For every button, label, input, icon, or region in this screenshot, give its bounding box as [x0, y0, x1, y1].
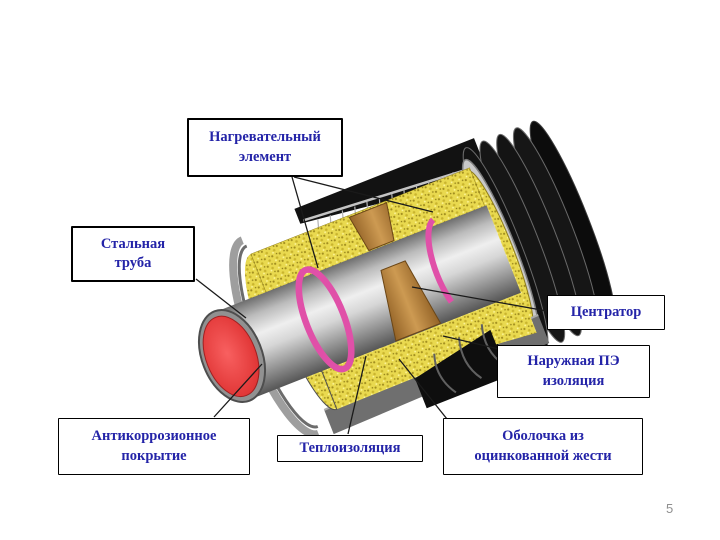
insulation-bottom-band — [318, 284, 536, 411]
label-galvanized-shell: Оболочка из оцинкованной жести — [443, 418, 643, 475]
leader-outer-pe-insulation — [442, 335, 500, 350]
steel-pipe-body — [214, 205, 521, 400]
pipe-assembly — [198, 120, 616, 439]
heating-element-ring-left — [295, 266, 355, 373]
label-thermal-insulation: Теплоизоляция — [277, 435, 423, 462]
label-anticorrosion-coating: Антикоррозионное покрытие — [58, 418, 250, 475]
outer-jacket-bottom-wall — [414, 328, 511, 409]
centrator-top-sector — [348, 201, 395, 252]
centrator-front-sector — [380, 260, 442, 342]
leader-thermal-insulation — [347, 355, 367, 435]
label-steel-pipe: Стальная труба — [71, 226, 195, 282]
leader-anticorrosion — [213, 363, 263, 418]
page-number: 5 — [666, 501, 674, 516]
label-outer-pe-insulation: Наружная ПЭ изоляция — [497, 345, 650, 398]
label-heating-element: Нагревательный элемент — [187, 118, 343, 177]
leader-galvanized-shell — [398, 358, 448, 420]
leader-lines — [195, 176, 548, 435]
leader-steel-pipe — [195, 278, 247, 319]
leader-centrator — [411, 286, 548, 312]
outer-jacket-top-wall — [294, 138, 489, 224]
anticorrosion-coating-face — [202, 315, 260, 398]
leader-heating-element-1 — [291, 176, 319, 269]
leader-heating-element-2 — [293, 176, 434, 213]
heating-element-ring-right — [425, 217, 454, 304]
label-centrator: Центратор — [547, 295, 665, 330]
jacket-cut-edge-highlight — [302, 163, 485, 222]
